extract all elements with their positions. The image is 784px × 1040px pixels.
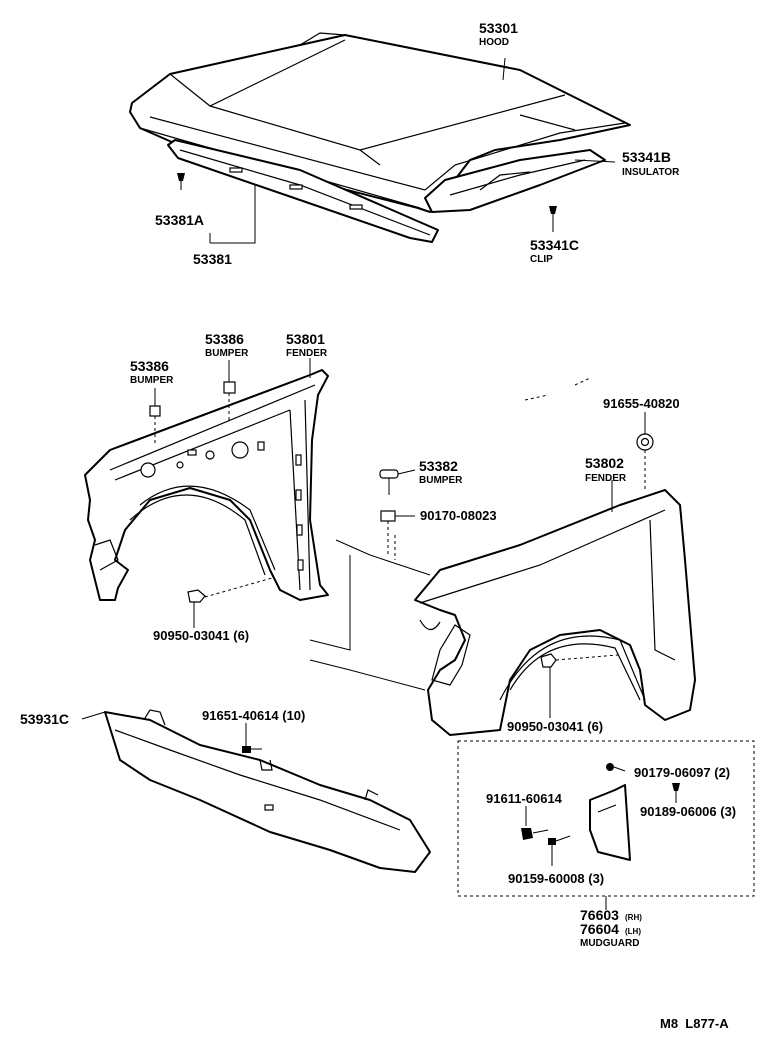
label-53386-left: 53386 [130,358,169,374]
bumper-right-icon [379,469,416,495]
label-lh: (LH) [625,927,641,936]
label-insulator: INSULATOR [622,167,680,178]
label-mudguard: MUDGUARD [580,938,639,949]
hood-drawing [129,32,631,213]
clip-left-icon [187,577,273,628]
clip-53381a-icon [177,173,185,190]
label-91611: 91611-60614 [486,791,563,806]
left-fender-drawing [84,369,329,601]
plug-91655-icon [611,412,654,512]
label-90179: 90179-06097 (2) [634,765,730,780]
clip-53341c-icon [549,206,557,232]
mudguard-clip-icon [672,783,680,803]
label-53931c: 53931C [20,711,69,727]
right-fender-drawing [414,489,696,736]
screw-91651-icon [242,723,262,753]
reference-code: M8 L877-A [660,1016,729,1031]
label-90950-right: 90950-03041 (6) [507,719,603,734]
label-90950-left: 90950-03041 (6) [153,628,249,643]
label-clip: CLIP [530,254,553,265]
nut-90170-icon [380,510,415,555]
label-76604: 76604 [580,921,619,937]
label-53301: 53301 [479,20,518,36]
label-90159: 90159-60008 (3) [508,871,604,886]
clip-right-icon [540,653,619,718]
label-90170: 90170-08023 [420,508,497,523]
hood-support-drawing [167,139,439,243]
label-53382: 53382 [419,458,458,474]
label-53341c: 53341C [530,237,579,253]
label-53801: 53801 [286,331,325,347]
label-76603: 76603 [580,907,619,923]
label-fender-left: FENDER [286,348,328,359]
bumper-center-icon [223,360,236,420]
label-53341b: 53341B [622,149,671,165]
mudguard-drawing [589,784,631,861]
label-53381a: 53381A [155,212,204,228]
body-outline [309,377,591,691]
insulator-drawing [424,149,606,213]
lower-panel-drawing [104,709,431,873]
mudguard-nut-icon [606,763,626,772]
mudguard-group-box [457,740,755,897]
label-rh: (RH) [625,913,642,922]
label-53802: 53802 [585,455,624,471]
label-bumper-center: BUMPER [205,348,249,359]
mudguard-bolt-icon [521,806,549,840]
label-bumper-left: BUMPER [130,375,174,386]
label-53386-center: 53386 [205,331,244,347]
label-hood: HOOD [479,37,509,48]
label-53381: 53381 [193,251,232,267]
label-bumper-right: BUMPER [419,475,463,486]
label-90189: 90189-06006 (3) [640,804,736,819]
label-91655: 91655-40820 [603,396,680,411]
mudguard-screw-icon [548,835,571,866]
label-fender-right: FENDER [585,473,627,484]
label-91651: 91651-40614 (10) [202,708,305,723]
bumper-left-icon [149,388,161,445]
